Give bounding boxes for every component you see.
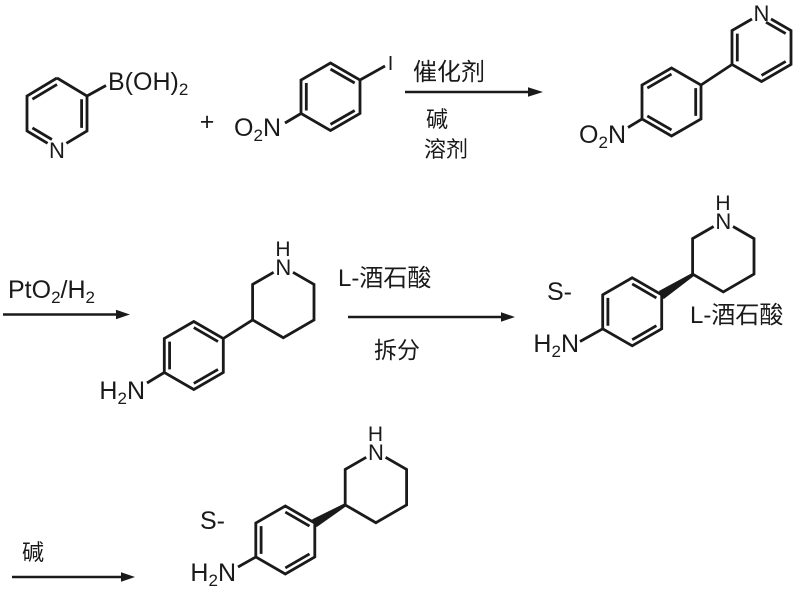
amine-subscript: 2 <box>208 571 217 590</box>
boronic-acid-label: B(OH)2 <box>108 68 188 99</box>
hydrogenation-reagent-label: PtO2/H2 <box>8 276 95 307</box>
reagent-s1: 2 <box>51 288 60 307</box>
structure-pyridine-boronic-acid: N B(OH)2 <box>25 68 188 163</box>
benzene-double-bonds <box>259 510 311 570</box>
nitro-subscript: 2 <box>598 133 607 152</box>
amine-group-label: H2N <box>533 330 579 361</box>
nitro-n: N <box>608 121 626 149</box>
reaction-arrow-4: 碱 <box>12 540 135 582</box>
structure-aminophenyl-piperidine: H N H2N <box>99 238 316 408</box>
amine-n: N <box>561 330 579 358</box>
structure-s-isomer-tartrate-salt: S- H N H2N L-酒石酸 <box>533 192 783 361</box>
piperidine-ring-bonds <box>251 271 316 340</box>
ring-nitrogen-label: N <box>275 255 291 280</box>
base-label: 碱 <box>426 107 448 132</box>
benzene-ring-bonds <box>237 504 317 576</box>
benzene-ring-bonds <box>627 63 733 138</box>
pyridine-ring-bonds <box>25 76 107 145</box>
piperidine-ring-bonds <box>691 225 756 294</box>
benzene-ring-bonds <box>146 318 254 392</box>
plus-sign: + <box>200 108 215 136</box>
amine-n: N <box>127 377 145 405</box>
amine-group-label: H2N <box>99 377 145 408</box>
pyridine-double-bonds <box>31 83 83 141</box>
nitro-subscript: 2 <box>253 126 262 145</box>
solvent-label: 溶剂 <box>424 137 468 162</box>
arrow-head <box>501 312 515 322</box>
pyridine-double-bonds <box>735 20 787 77</box>
arrow-head <box>528 87 543 97</box>
structure-s-isomer-free-amine: S- H N H2N <box>190 423 408 590</box>
stereo-s-label: S- <box>547 278 572 306</box>
amine-subscript: 2 <box>117 389 126 408</box>
benzene-ring-bonds <box>284 61 386 133</box>
resolution-label: 拆分 <box>374 337 420 363</box>
tartaric-acid-label: L-酒石酸 <box>338 265 431 292</box>
reaction-arrow-1: 催化剂 碱 溶剂 <box>405 59 543 162</box>
structure-iodo-nitrobenzene: I O2N <box>234 53 393 145</box>
pyridine-ring-bonds <box>730 17 793 84</box>
stereo-wedge-bond <box>658 272 695 300</box>
piperidine-ring-bonds <box>343 456 408 525</box>
benzene-ring-bonds <box>579 276 664 348</box>
amine-h: H <box>190 559 208 587</box>
nh-hydrogen-label: H <box>715 192 730 215</box>
reaction-arrow-2: PtO2/H2 <box>3 276 130 320</box>
reagent-p1: PtO <box>8 276 51 304</box>
arrow-head <box>116 309 130 320</box>
nitro-group-label: O2N <box>579 121 626 152</box>
benzene-double-bonds <box>168 326 219 385</box>
stereo-s-label: S- <box>200 507 225 535</box>
amine-group-label: H2N <box>190 559 236 590</box>
ring-nitrogen-label: N <box>49 138 65 163</box>
nitro-o: O <box>234 114 253 142</box>
structure-nitrophenyl-pyridine: N O2N <box>579 1 793 152</box>
benzene-double-bonds <box>646 72 698 132</box>
arrow-head <box>121 572 135 582</box>
ring-nitrogen-label: N <box>368 440 384 465</box>
formula-subscript: 2 <box>179 80 188 99</box>
amine-h: H <box>99 377 117 405</box>
catalyst-label: 催化剂 <box>413 59 485 86</box>
formula-main: B(OH) <box>108 68 179 96</box>
ring-nitrogen-label: N <box>715 209 731 234</box>
nitro-o: O <box>579 121 598 149</box>
reagent-p2: /H <box>61 276 86 304</box>
stereo-wedge-bond <box>312 503 347 528</box>
salt-tartaric-acid-label: L-酒石酸 <box>690 302 783 329</box>
nh-hydrogen-label: H <box>368 423 383 446</box>
amine-n: N <box>218 559 236 587</box>
base-label: 碱 <box>22 540 44 565</box>
nh-hydrogen-label: H <box>275 238 290 261</box>
ring-nitrogen-label: N <box>754 1 770 26</box>
iodine-label: I <box>388 53 394 75</box>
benzene-double-bonds <box>304 67 356 126</box>
reaction-arrow-3: L-酒石酸 拆分 <box>338 265 515 363</box>
nitro-n: N <box>263 114 281 142</box>
reagent-s2: 2 <box>86 288 95 307</box>
nitro-group-label: O2N <box>234 114 281 145</box>
amine-h: H <box>533 330 551 358</box>
amine-subscript: 2 <box>551 342 560 361</box>
benzene-double-bonds <box>606 282 658 341</box>
